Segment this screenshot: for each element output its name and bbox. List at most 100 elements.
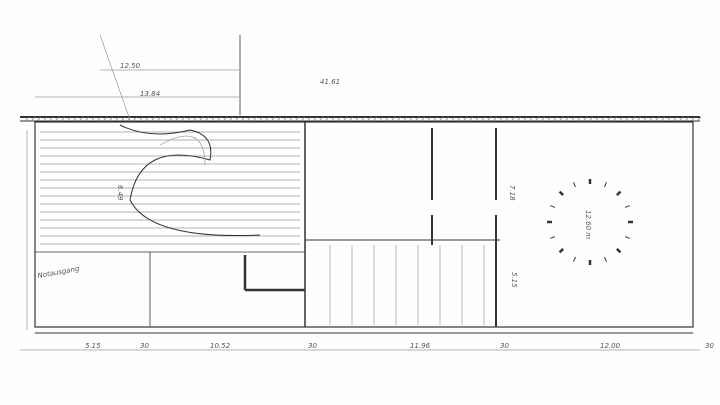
hatch-mark <box>366 116 372 122</box>
hatch-mark <box>150 116 156 122</box>
hatch-mark <box>630 116 636 122</box>
hatch-mark <box>336 116 342 122</box>
height-label-b: 5.15 <box>510 272 518 288</box>
hatch-mark <box>438 116 444 122</box>
height-label-a: 7.18 <box>508 185 516 201</box>
hatch-mark <box>120 116 126 122</box>
hatch-mark <box>684 116 690 122</box>
hatch-mark <box>138 116 144 122</box>
hatch-mark <box>492 116 498 122</box>
hatch-mark <box>318 116 324 122</box>
hatch-mark <box>66 116 72 122</box>
hatch-mark <box>474 116 480 122</box>
hatch-mark <box>156 116 162 122</box>
circle-tick <box>604 182 607 188</box>
hatch-mark <box>30 116 36 122</box>
hatch-mark <box>210 116 216 122</box>
hatch-mark <box>498 116 504 122</box>
hatch-mark <box>528 116 534 122</box>
hatch-mark <box>252 116 258 122</box>
hatch-mark <box>90 116 96 122</box>
hatch-mark <box>408 116 414 122</box>
hatch-mark <box>552 116 558 122</box>
circle-tick <box>550 236 556 239</box>
hatch-mark <box>216 116 222 122</box>
hatch-mark <box>696 116 702 122</box>
hatch-mark <box>282 116 288 122</box>
hatch-mark <box>618 116 624 122</box>
floor-pattern <box>40 131 485 325</box>
hatch-mark <box>582 116 588 122</box>
hatch-mark <box>360 116 366 122</box>
hatch-mark <box>348 116 354 122</box>
hatch-mark <box>450 116 456 122</box>
circle-tick <box>615 247 622 254</box>
hatch-mark <box>606 116 612 122</box>
hatch-mark <box>324 116 330 122</box>
dimension-lines <box>20 34 700 351</box>
hatch-mark <box>516 116 522 122</box>
hatch-mark <box>588 116 594 122</box>
hatch-mark <box>102 116 108 122</box>
length-total-label: 41.61 <box>320 78 340 86</box>
hatch-mark <box>48 116 54 122</box>
hatch-mark <box>600 116 606 122</box>
hatch-mark <box>84 116 90 122</box>
hatch-mark <box>690 116 696 122</box>
hatch-mark <box>486 116 492 122</box>
hatch-mark <box>354 116 360 122</box>
hatch-mark <box>342 116 348 122</box>
top-wall <box>20 116 702 122</box>
hatch-mark <box>168 116 174 122</box>
hatch-mark <box>480 116 486 122</box>
hatch-mark <box>114 116 120 122</box>
hatch-mark <box>126 116 132 122</box>
circle-tick <box>558 247 565 254</box>
hatch-mark <box>132 116 138 122</box>
bottom-dim-label: 30 <box>140 342 149 350</box>
hatch-mark <box>546 116 552 122</box>
hatch-mark <box>468 116 474 122</box>
hatch-mark <box>522 116 528 122</box>
hatch-mark <box>420 116 426 122</box>
bottom-dim-label: 5.15 <box>85 342 101 350</box>
hatch-mark <box>558 116 564 122</box>
hatch-mark <box>540 116 546 122</box>
hatch-mark <box>288 116 294 122</box>
hatch-mark <box>426 116 432 122</box>
hatch-mark <box>390 116 396 122</box>
hatch-mark <box>264 116 270 122</box>
hatch-mark <box>594 116 600 122</box>
hatch-mark <box>576 116 582 122</box>
hatch-mark <box>642 116 648 122</box>
hatch-mark <box>300 116 306 122</box>
hatch-mark <box>510 116 516 122</box>
bottom-dim-label: 10.52 <box>210 342 231 350</box>
hatch-mark <box>672 116 678 122</box>
circle-dim-label: 12.60 m <box>584 210 592 239</box>
hatch-mark <box>570 116 576 122</box>
hatch-mark <box>180 116 186 122</box>
hatch-mark <box>306 116 312 122</box>
hatch-mark <box>402 116 408 122</box>
depth-label-b: 13.84 <box>140 90 160 98</box>
depth-label-a: 12.50 <box>120 62 141 70</box>
hatch-mark <box>612 116 618 122</box>
hatch-mark <box>72 116 78 122</box>
hatch-mark <box>624 116 630 122</box>
hatch-mark <box>258 116 264 122</box>
building-outline <box>34 121 694 328</box>
hatch-mark <box>564 116 570 122</box>
hatch-mark <box>270 116 276 122</box>
circular-area <box>547 179 633 265</box>
bottom-dim-label: 11.96 <box>410 342 431 350</box>
circle-tick <box>615 190 622 197</box>
hatch-mark <box>396 116 402 122</box>
circle-tick <box>624 236 630 239</box>
hatch-mark <box>222 116 228 122</box>
hatch-mark <box>534 116 540 122</box>
hatch-mark <box>276 116 282 122</box>
circle-tick <box>558 190 565 197</box>
hatch-mark <box>144 116 150 122</box>
